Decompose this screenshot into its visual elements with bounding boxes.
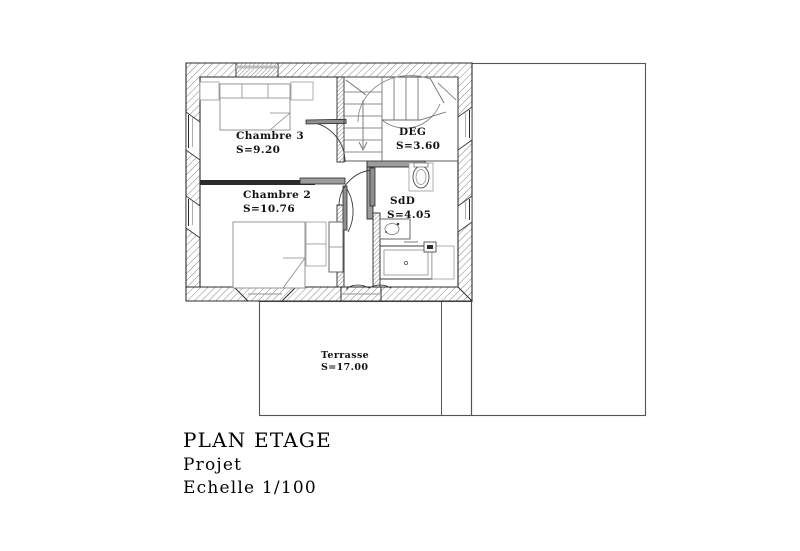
south-wall-splays — [185, 286, 474, 302]
window-north — [235, 62, 279, 78]
wardrobe-chambre2 — [328, 221, 344, 273]
staircase — [343, 75, 459, 162]
bed-chambre3 — [199, 81, 314, 131]
plan-scale: Echelle 1/100 — [183, 478, 317, 498]
door-sdd — [338, 167, 376, 207]
plot-outline-rectangle — [470, 62, 647, 417]
room-label-terrasse: Terrasse S=17.00 — [321, 350, 369, 373]
room-label-chambre2: Chambre 2 S=10.76 — [243, 189, 311, 215]
chambre2-area: S=10.76 — [243, 203, 295, 215]
window-east-1 — [457, 106, 473, 151]
title-block: PLAN ETAGE Projet Echelle 1/100 — [183, 428, 332, 498]
toilet-wc — [408, 162, 434, 192]
bed-chambre2 — [232, 221, 306, 289]
terrasse-name: Terrasse — [321, 350, 369, 361]
deg-area: S=3.60 — [396, 140, 440, 152]
french-door-terrasse — [346, 284, 392, 290]
sdd-name: SdD — [390, 195, 415, 207]
deg-name: DEG — [399, 126, 426, 138]
sdd-area: S=4.05 — [387, 209, 431, 221]
nightstand-chambre2 — [305, 221, 327, 267]
chambre3-area: S=9.20 — [236, 144, 280, 156]
chambre2-name: Chambre 2 — [243, 189, 311, 201]
room-label-deg: DEG S=3.60 — [396, 126, 440, 152]
door-chambre3 — [305, 118, 347, 163]
room-label-sdd: SdD S=4.05 — [387, 195, 431, 221]
plan-title: PLAN ETAGE — [183, 428, 332, 452]
window-west-2 — [185, 195, 201, 239]
window-west-1 — [185, 111, 201, 161]
bathtub — [379, 241, 455, 280]
room-label-chambre3: Chambre 3 S=9.20 — [236, 130, 304, 156]
terrasse-area: S=17.00 — [321, 362, 368, 373]
plan-project: Projet — [183, 455, 242, 475]
door-chambre2 — [342, 185, 354, 233]
window-east-2 — [457, 195, 473, 233]
washbasin — [379, 218, 411, 240]
chambre3-name: Chambre 3 — [236, 130, 304, 142]
